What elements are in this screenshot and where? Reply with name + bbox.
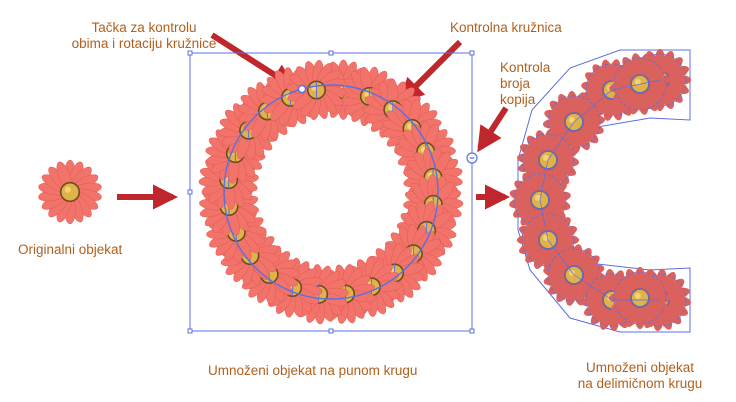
- flower-original: [38, 159, 102, 225]
- original-flower: [38, 159, 102, 225]
- selection-handle[interactable]: [469, 328, 475, 334]
- partial-circle-wreath: [509, 48, 692, 333]
- partial-flower: [509, 169, 571, 231]
- selection-handle[interactable]: [328, 50, 334, 56]
- control-circle[interactable]: [223, 84, 439, 300]
- wreath-full-circle: [198, 59, 464, 325]
- copies-control-handle[interactable]: [466, 152, 478, 164]
- partial-flower: [608, 266, 672, 330]
- selection-handle[interactable]: [187, 50, 193, 56]
- label-handle: Tačka za kontrolu obima i rotaciju kružn…: [71, 20, 217, 51]
- selection-handle[interactable]: [187, 328, 193, 334]
- selection-handle[interactable]: [187, 189, 193, 195]
- rotation-handle[interactable]: [297, 84, 307, 94]
- arrow-to-copies-control: [477, 106, 509, 153]
- label-original: Originalni objekat: [18, 242, 123, 257]
- partial-envelope: [517, 49, 691, 333]
- partial-flower: [609, 53, 671, 115]
- label-control-circle: Kontrolna kružnica: [450, 20, 562, 35]
- label-copies-control: Kontrola broja kopija: [500, 60, 551, 107]
- selection-box[interactable]: [187, 50, 475, 334]
- label-full-circle: Umnoženi objekat na punom krugu: [208, 363, 418, 378]
- selection-handle[interactable]: [469, 50, 475, 56]
- label-partial-circle: Umnoženi objekat na delimičnom krugu: [577, 360, 703, 391]
- selection-handle[interactable]: [328, 328, 334, 334]
